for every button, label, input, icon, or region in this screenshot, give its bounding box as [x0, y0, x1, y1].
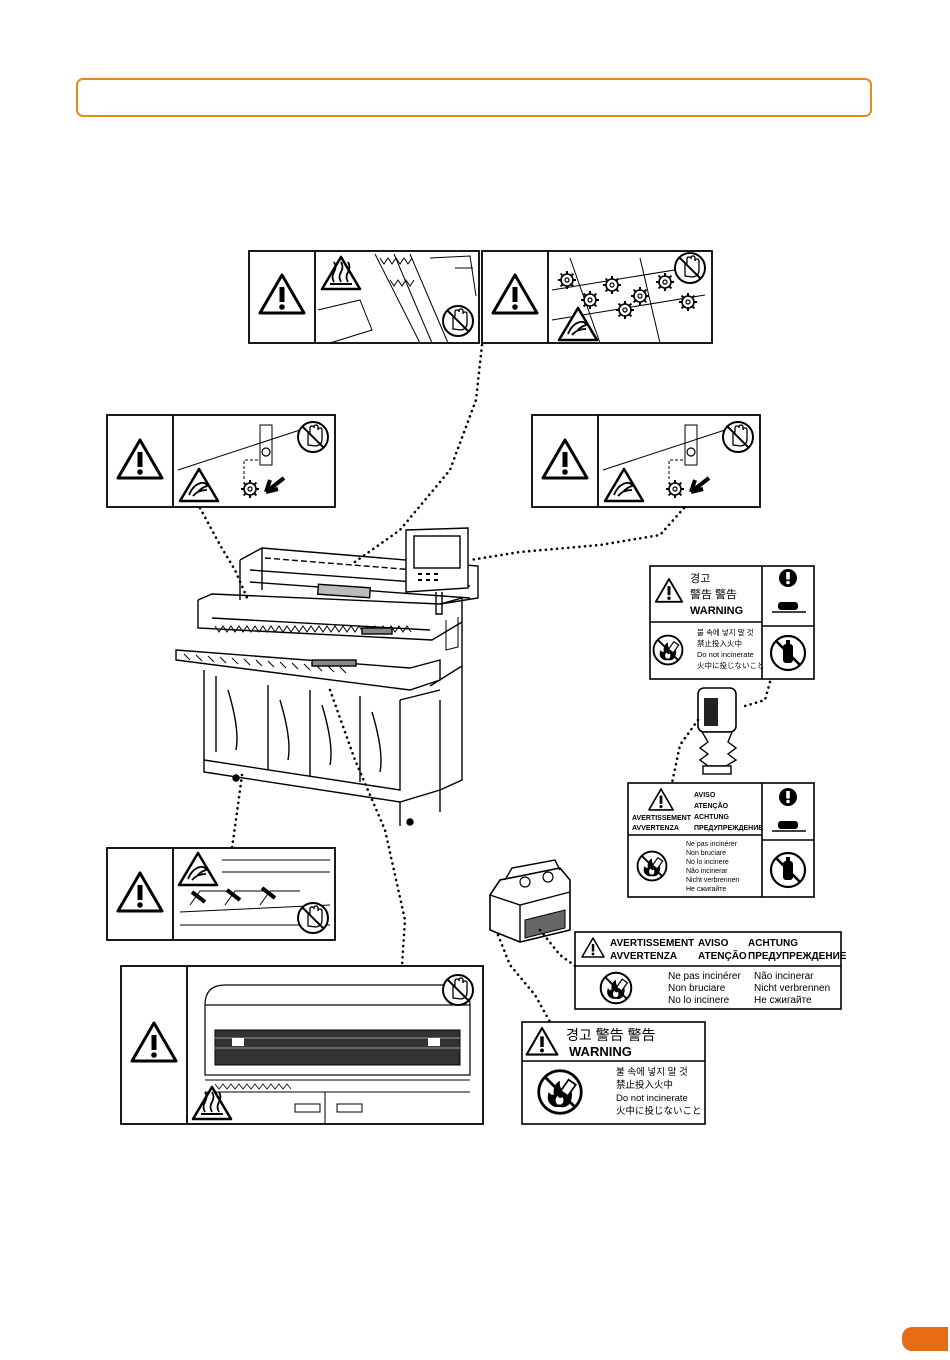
warning-korean: 경고 [690, 572, 710, 585]
label-line: 불 속에 넣지 말 것 [616, 1066, 688, 1078]
no-bottle-icon [769, 634, 807, 672]
label-line: Non bruciare [668, 983, 726, 994]
warning-cjk: 警告 警告 [690, 587, 737, 601]
do-not-touch-icon [297, 421, 329, 453]
toner-warning-label-cjk: 경고 警告 警告 WARNING 불 속에 넣지 말 것 禁止投入火中 Do n… [649, 565, 815, 680]
label-line: No lo incinere [686, 859, 729, 866]
heat-hazard-label-top [248, 250, 480, 344]
label-line: Não incinerar [686, 868, 728, 875]
toner-bottle-illustration [697, 687, 738, 775]
label-line: Não incinerar [754, 971, 814, 982]
page-number-tab [902, 1327, 948, 1351]
label-line: Nicht verbrennen [686, 877, 739, 884]
heading: AVERTISSEMENT [632, 815, 692, 822]
pinch-hazard-label-top [481, 250, 713, 344]
toner-bottle-icon [778, 821, 798, 829]
label-line: 禁止投入火中 [616, 1079, 673, 1091]
label-line: Do not incinerate [616, 1093, 688, 1104]
do-not-touch-icon [722, 421, 754, 453]
heading: ATENÇÃO [694, 801, 729, 810]
warning-english: WARNING [569, 1044, 632, 1059]
wide-format-printer-illustration [175, 527, 479, 826]
heading: ATENÇÃO [698, 949, 747, 962]
leader-lines [198, 343, 772, 1024]
roller-gear-icon [665, 479, 685, 499]
label-line: 火中に投じないこと [697, 660, 765, 670]
heading: ACHTUNG [694, 814, 730, 821]
cartridge-warning-label-cjk: 경고 警告 警告 WARNING 불 속에 넣지 말 것 禁止投入火中 Do n… [521, 1021, 706, 1125]
heading: AVVERTENZA [632, 825, 679, 832]
heading: AVISO [698, 938, 729, 949]
no-bottle-icon [769, 851, 807, 889]
no-fire-icon [599, 971, 633, 1005]
pinch-hazard-label-bottom [106, 847, 336, 941]
heading: AVERTISSEMENT [610, 938, 694, 949]
toner-warning-label-multilingual: AVERTISSEMENT AVVERTENZA AVISO ATENÇÃO A… [627, 782, 815, 898]
pinch-hazard-label-left [106, 414, 336, 508]
heading: ACHTUNG [748, 938, 798, 949]
roller-gear-icon [602, 275, 622, 295]
roller-gear-icon [678, 292, 698, 312]
toner-bottle-icon [778, 602, 798, 610]
do-not-touch-icon [674, 252, 706, 284]
do-not-touch-icon [297, 902, 329, 934]
do-not-touch-icon [442, 974, 474, 1006]
label-line: 禁止投入火中 [697, 638, 742, 648]
section-header-box [76, 78, 872, 117]
roller-gear-icon [655, 272, 675, 292]
heat-hazard-label-large [120, 965, 484, 1125]
label-line: 火中に投じないこと [616, 1105, 702, 1117]
no-fire-icon [636, 850, 668, 882]
roller-gear-icon [557, 270, 577, 290]
heading: ПРЕДУПРЕЖДЕНИЕ [694, 825, 763, 832]
cartridge-warning-label-multilingual: AVERTISSEMENT AVISO ACHTUNG AVVERTENZA A… [574, 931, 847, 1010]
label-line: Nicht verbrennen [754, 983, 830, 994]
roller-gear-icon [580, 290, 600, 310]
label-line: Не сжигайте [686, 885, 726, 893]
label-line: Non bruciare [686, 850, 726, 857]
warning-heading: 경고 警告 警告 [566, 1027, 656, 1043]
label-line: Ne pas incinérer [668, 971, 741, 982]
label-line: Не сжигайте [754, 995, 812, 1006]
heading: AVVERTENZA [610, 951, 677, 962]
mandatory-icon [779, 569, 797, 587]
label-line: No lo incinere [668, 995, 730, 1006]
roller-gear-icon [615, 300, 635, 320]
roller-gear-icon [240, 479, 260, 499]
pinch-hazard-label-right [531, 414, 761, 508]
heading: ПРЕДУПРЕЖДЕНИЕ [748, 951, 847, 962]
do-not-touch-icon [442, 305, 474, 337]
mandatory-icon [779, 788, 797, 806]
label-line: Do not incinerate [697, 650, 754, 659]
warning-english: WARNING [690, 605, 743, 617]
label-line: 불 속에 넣지 말 것 [697, 627, 754, 637]
no-fire-icon [537, 1069, 583, 1115]
label-line: Ne pas incinérer [686, 841, 738, 848]
roller-gear-icon [630, 286, 650, 306]
no-fire-icon [652, 634, 684, 666]
waste-toner-cartridge-illustration [489, 859, 571, 943]
heading: AVISO [694, 792, 716, 799]
